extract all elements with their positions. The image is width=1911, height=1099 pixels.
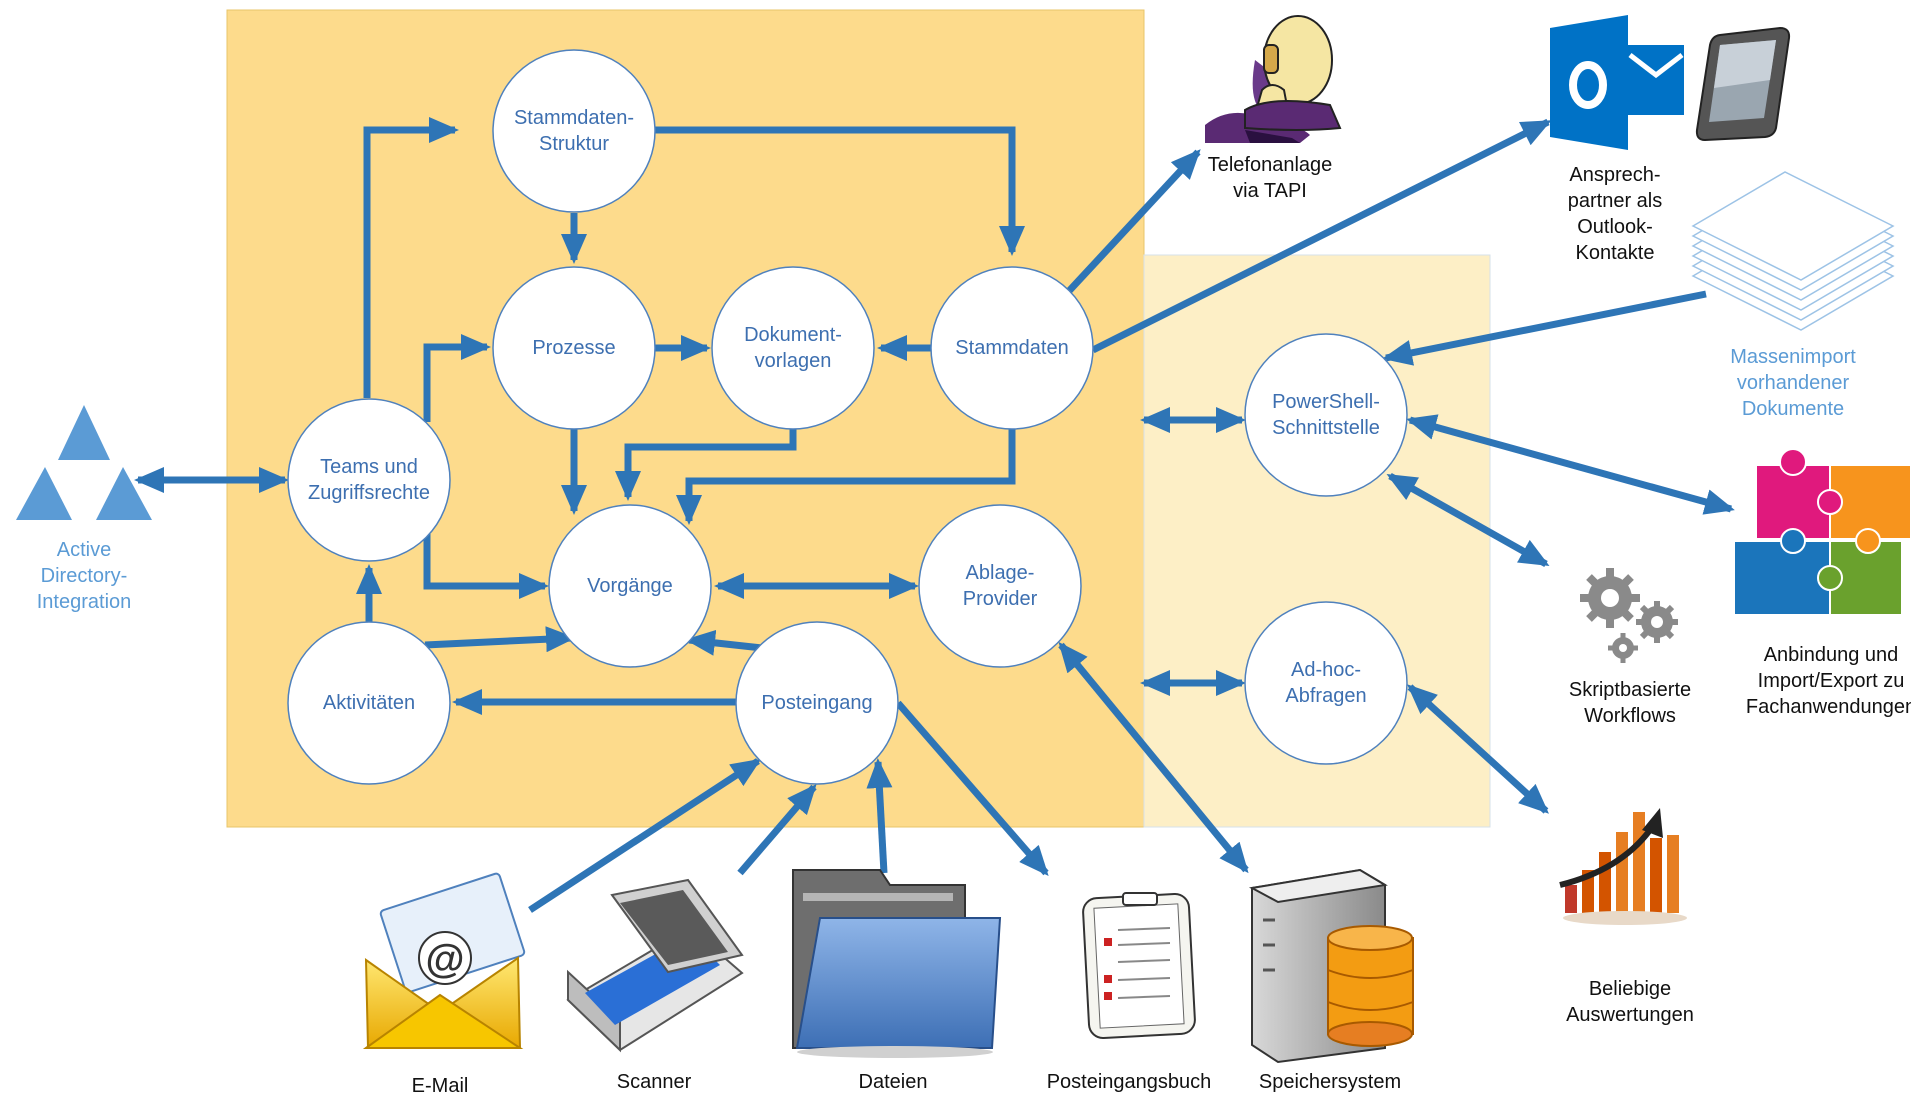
checklist-document-icon (1082, 892, 1196, 1039)
arrow-ablage-speicher (1058, 641, 1249, 874)
person-on-phone-icon (1205, 15, 1342, 143)
label-teams: Teams und Zugriffsrechte (308, 456, 430, 504)
label-powershell: PowerShell- Schnittstelle (1272, 391, 1380, 439)
label-fachanwendungen: Anbindung und Import/Export zu Fachanwen… (1745, 644, 1911, 718)
arrow-aktivitaeten-to-vorgaenge (424, 626, 576, 653)
arrow-email-to-posteingang (528, 758, 762, 913)
node-teams (287, 398, 451, 562)
arrow-powershell-workflows (1386, 472, 1550, 568)
label-speichersystem: Speichersystem (1258, 1071, 1402, 1093)
label-telefonanlage: Telefonanlage via TAPI (1207, 154, 1333, 202)
node-dokumentvorlagen (711, 266, 875, 430)
label-dateien: Dateien (858, 1071, 928, 1093)
label-ablage: Ablage- Provider (962, 562, 1038, 610)
label-active-directory: Active Directory- Integration (36, 539, 132, 613)
server-database-icon (1248, 868, 1414, 1064)
arrow-teams-to-struktur (363, 117, 459, 398)
label-scanner: Scanner (616, 1071, 692, 1093)
arrow-struktur-to-stammdaten (653, 126, 1025, 256)
process-nodes (287, 49, 1408, 785)
arrow-stammdaten-to-vorgaenge (676, 427, 1016, 525)
envelope-at-icon: @ (362, 872, 526, 1049)
arrow-posteingang-to-vorgaenge (685, 629, 763, 656)
arrow-stammdaten-to-outlook (1091, 118, 1552, 354)
label-dokumentvorlagen: Dokument- vorlagen (744, 324, 842, 372)
label-posteingang: Posteingang (761, 692, 873, 714)
label-prozesse: Prozesse (532, 337, 616, 359)
label-stammdaten-struktur: Stammdaten- Struktur (513, 107, 635, 155)
label-auswertungen: Beliebige Auswertungen (1566, 978, 1694, 1026)
growth-chart-icon (1559, 808, 1687, 925)
node-prozesse (492, 266, 656, 430)
node-posteingang (735, 621, 899, 785)
label-aktivitaeten: Aktivitäten (322, 692, 416, 714)
gears-icon (1580, 568, 1678, 663)
arrow-massenimport-to-powershell (1382, 290, 1707, 366)
label-outlook: Ansprech- partner als Outlook- Kontakte (1567, 164, 1663, 264)
connection-arrows (134, 117, 1735, 913)
folder-icon (792, 869, 1002, 1058)
arrow-teams-to-vorgaenge (423, 534, 549, 599)
arrow-scanner-to-posteingang (737, 783, 817, 876)
label-adhoc: Ad-hoc- Abfragen (1285, 659, 1367, 707)
node-ablage (918, 504, 1082, 668)
node-adhoc (1244, 601, 1408, 765)
node-powershell (1244, 333, 1408, 497)
label-vorgaenge: Vorgänge (587, 575, 673, 597)
node-stammdaten-struktur (492, 49, 656, 213)
arrow-stammdaten-to-telefon (1066, 149, 1201, 294)
arrow-posteingang-to-buch (895, 700, 1049, 877)
node-aktivitaeten (287, 621, 451, 785)
smartphone-icon (1695, 26, 1791, 142)
puzzle-icon (1733, 448, 1911, 616)
arrow-adhoc-auswertungen (1407, 684, 1549, 814)
paper-stack-icon (1691, 171, 1895, 331)
arrow-teams-to-prozesse (423, 334, 491, 422)
label-posteingangsbuch: Posteingangsbuch (1046, 1071, 1212, 1093)
arrow-dokument-to-vorgaenge (615, 427, 797, 501)
node-vorgaenge (548, 504, 712, 668)
outlook-icon (1550, 15, 1684, 150)
svg-text:@: @ (425, 937, 464, 981)
arrow-powershell-fach (1406, 414, 1735, 515)
scanner-icon (566, 878, 744, 1053)
arrow-dateien-to-posteingang (866, 758, 893, 874)
active-directory-triangles-icon (16, 405, 152, 520)
label-email: E-Mail (411, 1075, 469, 1097)
label-workflows: Skriptbasierte Workflows (1568, 679, 1692, 727)
label-massenimport: Massenimport vorhandener Dokumente (1730, 346, 1856, 420)
node-stammdaten (930, 266, 1094, 430)
label-stammdaten: Stammdaten (955, 337, 1069, 359)
